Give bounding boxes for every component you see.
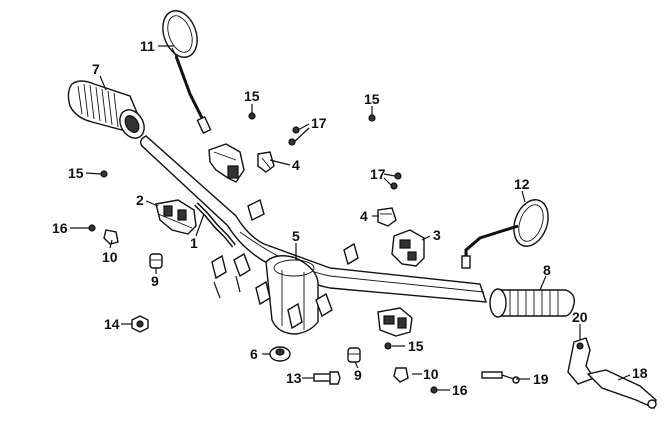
label-10b: 10 [423, 366, 439, 382]
label-4a: 4 [292, 157, 300, 173]
label-15a: 15 [244, 88, 260, 104]
label-18: 18 [632, 365, 648, 381]
screw-15b [368, 114, 376, 122]
clip-10a [103, 229, 119, 245]
label-8: 8 [543, 262, 551, 278]
label-12: 12 [514, 176, 530, 192]
label-4b: 4 [360, 208, 368, 224]
label-13: 13 [286, 370, 302, 386]
label-11: 11 [140, 38, 155, 54]
nut [131, 315, 149, 333]
switch-cable [194, 202, 236, 248]
nut-9b [347, 347, 361, 363]
label-10a: 10 [102, 249, 118, 265]
label-16b: 16 [452, 382, 468, 398]
nut-9a [149, 253, 163, 269]
clip-10b [393, 367, 409, 383]
screw-15d [384, 342, 392, 350]
left-mirror [162, 10, 212, 134]
label-9b: 9 [354, 367, 362, 383]
label-1: 1 [190, 235, 198, 251]
lever-pin [481, 371, 520, 384]
label-3: 3 [433, 227, 441, 243]
label-6: 6 [250, 346, 258, 362]
label-14: 14 [104, 316, 120, 332]
label-7: 7 [92, 61, 100, 77]
handlebar [139, 135, 488, 335]
label-17b: 17 [370, 166, 386, 182]
label-5: 5 [292, 228, 300, 244]
screw-17a [288, 126, 300, 146]
collar [269, 346, 291, 362]
lever-bracket [567, 337, 596, 385]
screw-15a [248, 112, 256, 120]
bolt [313, 371, 341, 385]
label-19: 19 [533, 371, 549, 387]
label-15b: 15 [364, 91, 380, 107]
screw-16b [430, 386, 438, 394]
label-20: 20 [572, 309, 588, 325]
label-16a: 16 [52, 220, 68, 236]
screw-15c [100, 170, 108, 178]
small-cap [377, 207, 397, 227]
callout-labels: 7 11 15 15 17 4 15 2 1 16 10 9 14 5 17 4… [52, 38, 648, 398]
brake-lever [586, 369, 657, 409]
label-15d: 15 [408, 338, 424, 354]
label-17a: 17 [311, 115, 327, 131]
right-grip [489, 288, 576, 318]
label-9a: 9 [151, 273, 159, 289]
leader-lines [70, 45, 631, 391]
label-15c: 15 [68, 165, 84, 181]
right-mirror [461, 199, 549, 269]
left-grip [67, 80, 145, 139]
screw-16a [88, 224, 96, 232]
right-switch-housing [377, 229, 425, 337]
left-switch-housing [155, 199, 197, 235]
label-2: 2 [136, 192, 144, 208]
switch-bracket-left [208, 143, 275, 183]
